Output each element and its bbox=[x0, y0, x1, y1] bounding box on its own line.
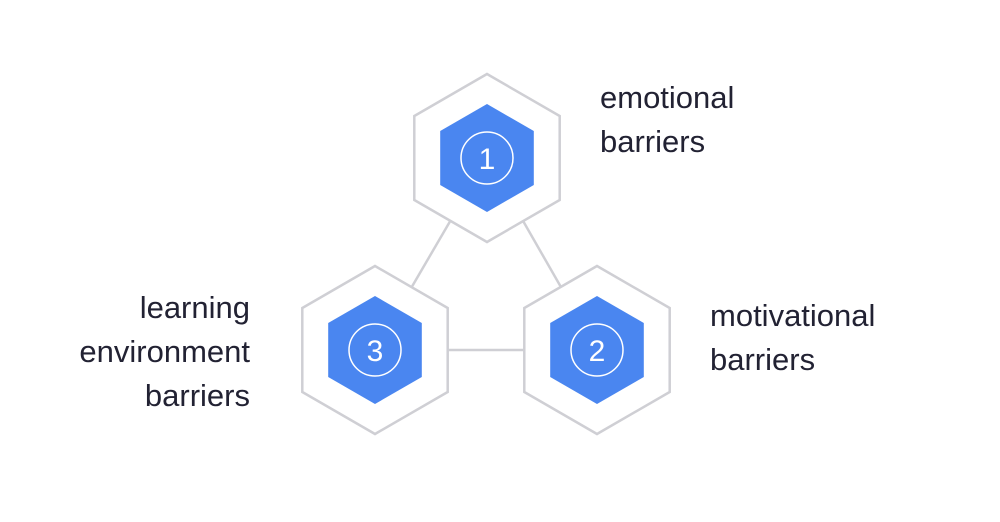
node-number: 1 bbox=[479, 143, 496, 176]
inner-hexagon bbox=[440, 104, 534, 212]
node-3-label-line: environment bbox=[79, 334, 250, 369]
node-3-label-line: learning bbox=[139, 290, 250, 325]
hex-node-3: 3 bbox=[301, 264, 449, 436]
node-1-label-line: barriers bbox=[600, 124, 706, 159]
node-number: 3 bbox=[367, 335, 384, 368]
number-circle bbox=[348, 323, 402, 377]
node-number: 2 bbox=[589, 335, 606, 368]
hexagon-nodes: 1 2 3 bbox=[301, 72, 671, 436]
node-1-label: emotional barriers bbox=[600, 76, 734, 164]
node-3-label-line: barriers bbox=[144, 378, 250, 413]
number-circle bbox=[570, 323, 624, 377]
inner-hexagon bbox=[550, 296, 644, 404]
hex-node-2: 2 bbox=[523, 264, 671, 436]
node-2-label-line: barriers bbox=[710, 342, 816, 377]
inner-hexagon bbox=[328, 296, 422, 404]
hex-node-1: 1 bbox=[413, 72, 561, 244]
node-3-label: learning environment barriers bbox=[79, 286, 250, 418]
node-2-label: motivational barriers bbox=[710, 294, 875, 382]
number-circle bbox=[460, 131, 514, 185]
node-2-label-line: motivational bbox=[710, 298, 876, 333]
node-1-label-line: emotional bbox=[600, 80, 735, 115]
